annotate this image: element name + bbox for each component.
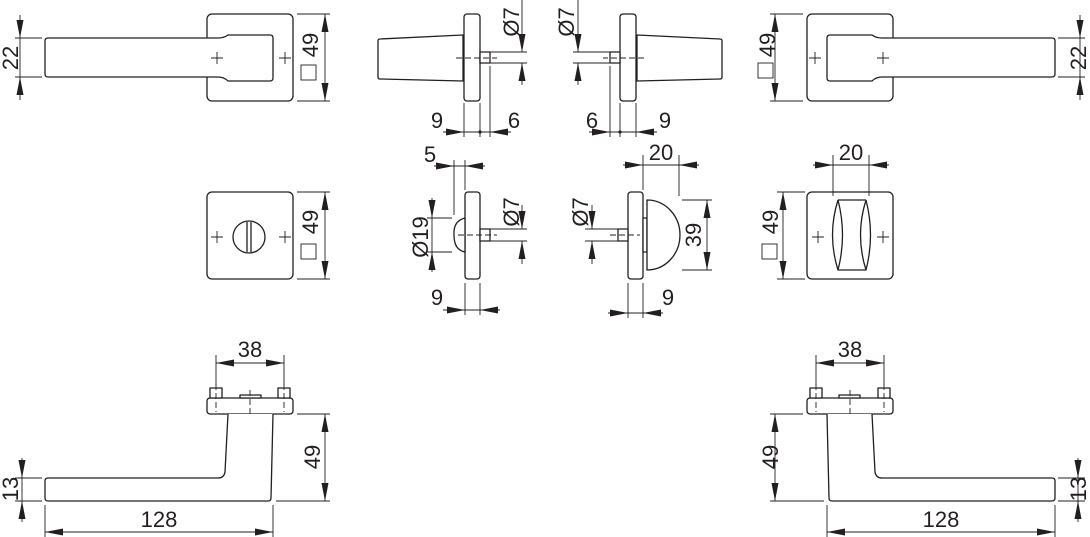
dim-grip-height: 13 [1066,477,1090,501]
rose-side [464,191,481,280]
wc-side-left [427,160,527,315]
dim-spindle-dia: Ø7 [568,197,593,226]
dim-lines [463,66,491,137]
square-symbol-icon [300,64,317,81]
lever-handle-side [377,34,464,82]
dim-grip-height: 22 [0,46,23,70]
dim-lines [490,51,527,64]
square-symbol-icon [761,243,778,260]
rose-side [463,13,481,102]
screw-marks-icon [812,231,889,243]
screw-marks-icon [211,231,291,243]
lever-handle-top [44,413,274,502]
dim-knob-height: 39 [681,223,706,247]
square-symbol-icon [757,62,774,79]
dim-handle-length: 128 [141,507,178,532]
centerline [215,384,285,420]
dim-lines [453,160,466,215]
dim-rose-depth: 9 [662,285,674,310]
dim-knob-width: 20 [839,140,863,165]
rose-plate [806,191,894,280]
screw-marks-icon [211,52,291,64]
square-symbol-icon [300,243,317,260]
dim-rose-size: 49 [758,210,783,234]
dim-lines [777,191,805,280]
spindle-top [239,394,262,399]
dim-pin-spacing: 38 [238,337,262,362]
dim-rose-depth: 9 [431,285,443,310]
dim-pin-spacing: 38 [838,337,862,362]
dim-spindle-dia: Ø7 [554,7,579,36]
dim-rose-size: 49 [755,33,780,57]
dim-knob-offset: 5 [424,142,436,167]
wc-turn-front-right [777,155,894,280]
dim-dot [478,130,482,134]
dim-lines [627,283,644,318]
handle-geometry-left [15,0,527,537]
dim-grip-height: 13 [0,477,23,501]
lever-handle-front [44,34,274,82]
dim-lines [464,283,481,315]
dim-handle-length: 128 [923,507,960,532]
dim-rose-depth: 9 [431,108,443,133]
dim-handle-height: 49 [758,445,783,469]
turn-knob-icon [831,199,872,271]
turn-knob-side [646,199,681,271]
dim-spindle-dia: Ø7 [499,197,524,226]
dim-spindle-length: 6 [586,108,598,133]
dim-knob-dia: Ø19 [408,216,433,258]
dim-spindle-length: 6 [508,108,520,133]
spindle [479,51,491,64]
dim-knob-depth: 20 [649,140,673,165]
dim-rose-size: 49 [298,210,323,234]
wc-side-right [585,155,712,318]
wc-turn-front-left [206,191,330,280]
dim-handle-height: 49 [300,445,325,469]
dim-rose-depth: 9 [659,108,671,133]
dim-rose-size: 49 [298,33,323,57]
emergency-release-icon [232,220,266,254]
dim-spindle-dia: Ø7 [499,7,524,36]
rose-side [627,191,644,280]
release-slot [246,222,252,252]
dim-grip-height: 22 [1066,46,1090,70]
